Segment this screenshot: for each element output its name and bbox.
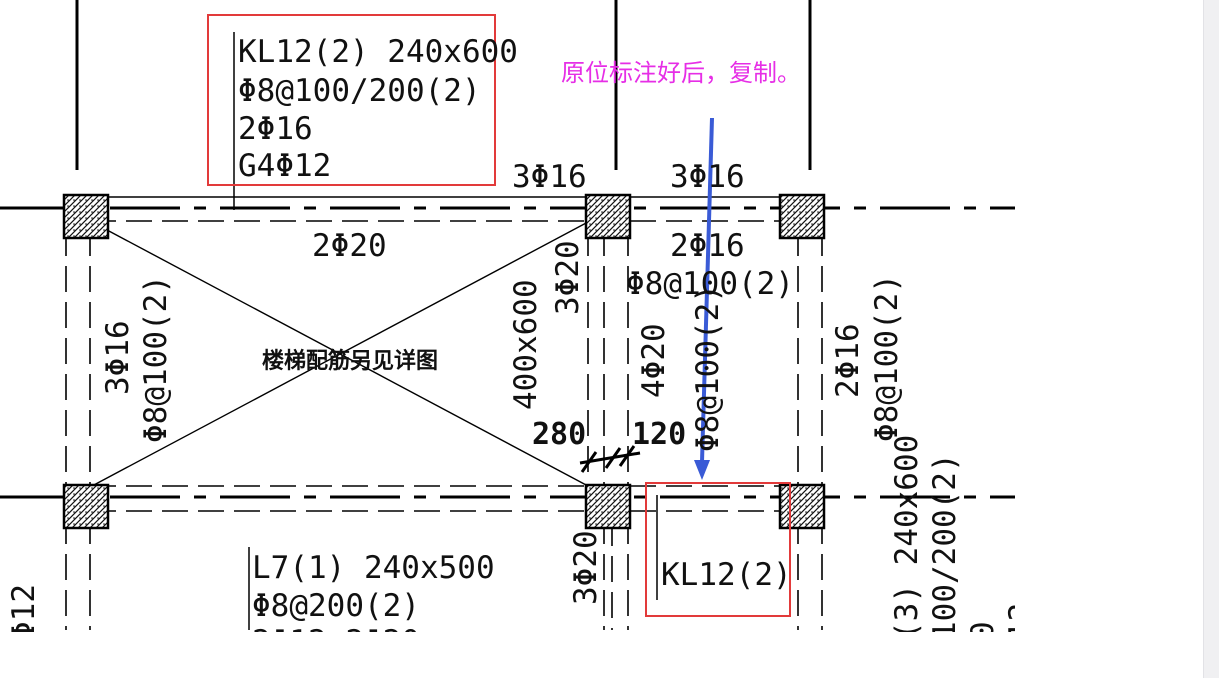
columns [62,193,826,530]
column [584,483,632,530]
span-label-left: 2Φ20 [312,228,387,264]
dim-120: 120 [632,417,686,452]
v-label-2: 400x600 [508,279,544,410]
beam-main-line3: 2Φ16 [238,111,313,147]
top-label-left: 3Φ16 [512,159,587,195]
highlight-box-copy [645,482,791,617]
right-rot-1: (3) 240x600 [889,435,925,640]
v-label-6: 3Φ20 [568,530,604,605]
column [62,483,110,530]
v-label-1b: Φ8@100(2) [138,275,174,443]
beam-copy-label: KL12(2) [661,557,792,593]
right-rot-2: 100/200(2) [927,453,963,640]
column [584,193,632,240]
v-label-4a: 4Φ20 [636,323,672,398]
arrow-icon [694,117,714,480]
dim-280: 280 [532,417,586,452]
column [778,483,826,530]
beam-main-line1: KL12(2) 240x600 [238,34,518,70]
l7-line2: Φ8@200(2) [252,588,420,624]
beam-main-line2: Φ8@100/200(2) [238,73,481,109]
stirrup-label: Φ8@100(2) [626,266,794,302]
column [778,193,826,240]
v-label-5b: Φ8@100(2) [869,274,905,442]
top-label-right: 3Φ16 [670,159,745,195]
span-label-right: 2Φ16 [670,228,745,264]
dimension-ticks [579,445,641,473]
v-label-1a: 3Φ16 [100,320,136,395]
beam-outlines [65,196,823,630]
v-label-4b: Φ8@100(2) [690,284,726,452]
highlight-box-main [207,14,496,186]
column [62,193,110,240]
v-label-7: Φ12 [6,584,42,640]
vertical-scrollbar[interactable] [1203,0,1219,678]
stair-cross [91,221,589,487]
v-label-5a: 2Φ16 [830,323,866,398]
annotation-note: 原位标注好后，复制。 [561,59,801,87]
l7-line1: L7(1) 240x500 [252,550,495,586]
v-label-3: 3Φ20 [550,240,586,315]
stair-text: 楼梯配筋另见详图 [262,348,438,374]
grid-axes [0,0,1015,499]
beam-main-line4: G4Φ12 [238,148,331,184]
